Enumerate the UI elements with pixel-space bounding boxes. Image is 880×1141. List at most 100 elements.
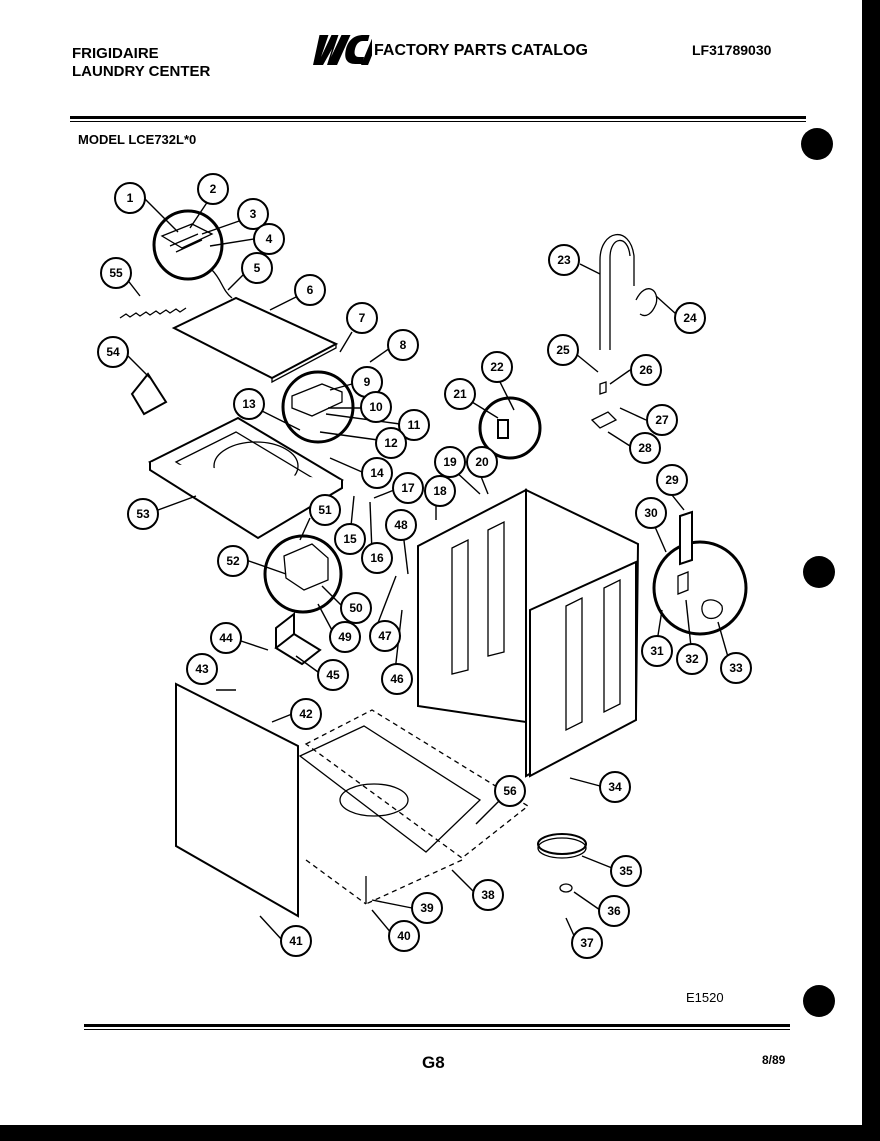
- callout-52: 52: [217, 545, 249, 577]
- model-number: MODEL LCE732L*0: [78, 132, 197, 147]
- svg-text:32: 32: [685, 652, 699, 666]
- svg-text:55: 55: [109, 266, 123, 280]
- svg-text:14: 14: [370, 466, 384, 480]
- washer-part: [559, 883, 573, 893]
- binder-hole: [803, 985, 835, 1017]
- callout-38: 38: [472, 879, 504, 911]
- footer-rule-thin: [84, 1029, 790, 1030]
- svg-text:2: 2: [210, 182, 217, 196]
- bleach-cup: [130, 372, 168, 416]
- hinge-wire: [211, 269, 233, 299]
- callout-39: 39: [411, 892, 443, 924]
- cabinet-panel-slots: [451, 520, 505, 675]
- callout-1: 1: [114, 182, 146, 214]
- svg-text:36: 36: [607, 904, 621, 918]
- svg-text:56: 56: [503, 784, 517, 798]
- catalog-part-number: LF31789030: [692, 42, 772, 58]
- callout-28: 28: [629, 432, 661, 464]
- base-dashed-legs: [305, 859, 463, 905]
- svg-text:41: 41: [289, 934, 303, 948]
- water-valve: [590, 381, 618, 429]
- front-panel: [175, 682, 299, 918]
- hose-clip: [635, 288, 658, 317]
- svg-text:17: 17: [401, 481, 415, 495]
- svg-text:44: 44: [219, 631, 233, 645]
- callout-33: 33: [720, 652, 752, 684]
- svg-text:6: 6: [307, 283, 314, 297]
- callout-34: 34: [599, 771, 631, 803]
- svg-text:48: 48: [394, 518, 408, 532]
- callout-48: 48: [385, 509, 417, 541]
- binder-hole: [801, 128, 833, 160]
- svg-text:18: 18: [433, 484, 447, 498]
- svg-text:47: 47: [378, 629, 392, 643]
- callout-37: 37: [571, 927, 603, 959]
- svg-text:49: 49: [338, 630, 352, 644]
- svg-text:20: 20: [475, 455, 489, 469]
- cabinet-right-slots: [565, 578, 621, 732]
- detail-circle-valve: [478, 396, 542, 460]
- callout-13: 13: [233, 388, 265, 420]
- svg-text:33: 33: [729, 661, 743, 675]
- ring-part-bottom: [537, 837, 587, 859]
- detail-circle-control: [263, 534, 343, 614]
- callout-7: 7: [346, 302, 378, 334]
- callout-54: 54: [97, 336, 129, 368]
- callout-44: 44: [210, 622, 242, 654]
- callout-20: 20: [466, 446, 498, 478]
- footer-rule: [84, 1024, 790, 1027]
- strip-part: [679, 510, 693, 566]
- bracket: [274, 611, 322, 666]
- base-hub: [339, 783, 409, 817]
- callout-27: 27: [646, 404, 678, 436]
- svg-text:7: 7: [359, 311, 366, 325]
- svg-text:42: 42: [299, 707, 313, 721]
- svg-text:3: 3: [250, 207, 257, 221]
- callout-2: 2: [197, 173, 229, 205]
- svg-text:10: 10: [369, 400, 383, 414]
- callout-49: 49: [329, 621, 361, 653]
- product-line: LAUNDRY CENTER: [72, 63, 211, 80]
- callout-35: 35: [610, 855, 642, 887]
- callout-17: 17: [392, 472, 424, 504]
- callout-24: 24: [674, 302, 706, 334]
- svg-text:15: 15: [343, 532, 357, 546]
- svg-text:27: 27: [655, 413, 669, 427]
- svg-text:26: 26: [639, 363, 653, 377]
- timer-part: [677, 571, 689, 595]
- callout-46: 46: [381, 663, 413, 695]
- svg-text:13: 13: [242, 397, 256, 411]
- catalog-title: FACTORY PARTS CATALOG: [374, 42, 588, 59]
- svg-text:46: 46: [390, 672, 404, 686]
- wci-logo: [313, 35, 372, 65]
- callout-41: 41: [280, 925, 312, 957]
- callout-6: 6: [294, 274, 326, 306]
- callout-18: 18: [424, 475, 456, 507]
- callout-3: 3: [237, 198, 269, 230]
- callout-22: 22: [481, 351, 513, 383]
- svg-text:34: 34: [608, 780, 622, 794]
- page-number: G8: [422, 1053, 445, 1072]
- svg-text:54: 54: [106, 345, 120, 359]
- callout-5: 5: [241, 252, 273, 284]
- svg-text:43: 43: [195, 662, 209, 676]
- callout-10: 10: [360, 391, 392, 423]
- svg-text:28: 28: [638, 441, 652, 455]
- header-rule: [70, 116, 806, 119]
- svg-text:52: 52: [226, 554, 240, 568]
- base-outline: [304, 709, 530, 859]
- svg-text:19: 19: [443, 455, 457, 469]
- callout-29: 29: [656, 464, 688, 496]
- base-frame: [298, 725, 482, 853]
- callout-4: 4: [253, 223, 285, 255]
- svg-text:50: 50: [349, 601, 363, 615]
- svg-text:21: 21: [453, 387, 467, 401]
- control-switch: [283, 543, 329, 591]
- cabinet-left-panel: [417, 488, 527, 724]
- svg-text:12: 12: [384, 436, 398, 450]
- brand-name: FRIGIDAIRE: [72, 45, 159, 62]
- callout-55: 55: [100, 257, 132, 289]
- detail-circle-switch: [281, 370, 355, 444]
- spring-part: [119, 307, 187, 319]
